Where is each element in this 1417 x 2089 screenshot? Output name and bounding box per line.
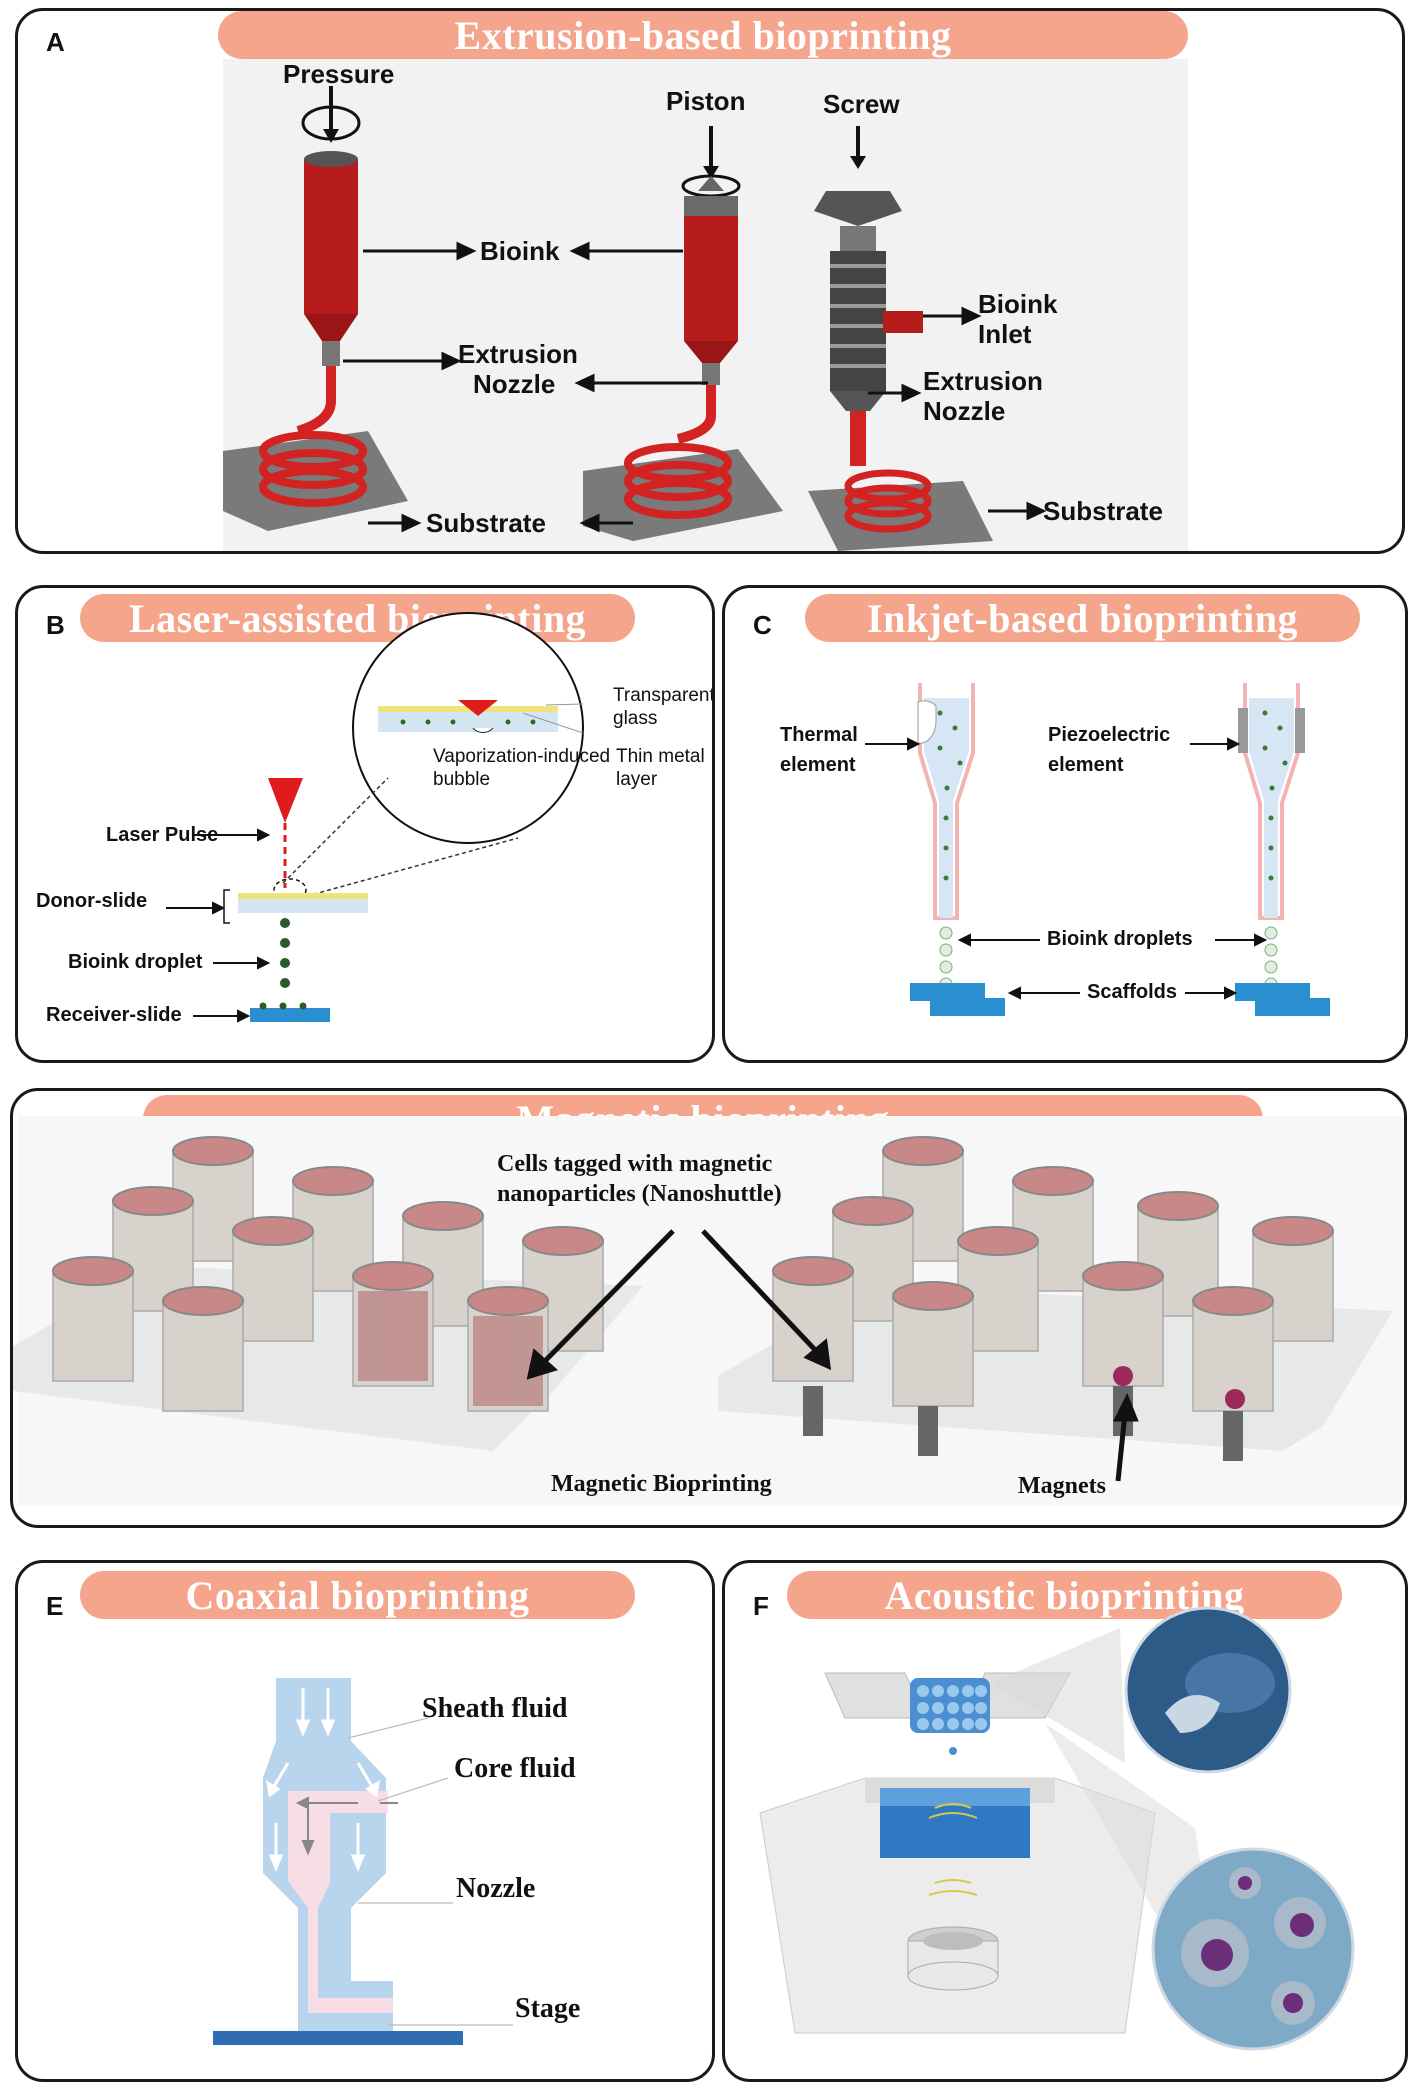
label-piezo-1: Piezoelectric [1048, 724, 1171, 746]
label-metal-2: layer [616, 769, 658, 790]
panel-c: C Inkjet-based bioprinting [722, 585, 1408, 1063]
label-bioink-inlet-2: Inlet [978, 319, 1032, 349]
label-vapor-1: Vaporization-induced [433, 746, 611, 767]
label-bioink: Bioink [480, 236, 560, 266]
panel-a: A Extrusion-based bioprinting [15, 8, 1405, 554]
panel-d: D Magnetic bioprinting [10, 1088, 1407, 1528]
label-screw: Screw [823, 89, 900, 119]
coaxial-illustration [213, 1678, 513, 2045]
panel-title: Extrusion-based bioprinting [218, 11, 1188, 59]
label-stage: Stage [515, 1993, 581, 2024]
label-piezo-2: element [1048, 754, 1124, 776]
label-piston: Piston [666, 86, 746, 116]
label-nozzle: Nozzle [456, 1873, 536, 1904]
label-core-fluid: Core fluid [454, 1753, 576, 1784]
panel-f: F Acoustic bioprinting [722, 1560, 1408, 2082]
label-metal-1: Thin metal [616, 746, 705, 767]
label-sheath-fluid: Sheath fluid [422, 1693, 568, 1724]
panel-b: B Laser-assisted bioprinting Transparent… [15, 585, 715, 1063]
extrusion-illustration [223, 59, 1188, 551]
label-pressure: Pressure [283, 59, 395, 89]
label-bioink-inlet-1: Bioink [978, 289, 1058, 319]
magnetic-illustration [13, 1116, 1403, 1506]
label-vapor-2: bubble [433, 769, 491, 790]
inkjet-illustration [865, 683, 1330, 1016]
panel-letter: F [753, 1591, 769, 1621]
label-thermal-2: element [780, 754, 856, 776]
panel-e: E Coaxial bioprinting Sheath fluid Core … [15, 1560, 715, 2082]
label-extrusion-2: Extrusion [923, 366, 1043, 396]
panel-letter: C [753, 610, 772, 640]
label-magnets: Magnets [1018, 1473, 1106, 1499]
label-nozzle-2: Nozzle [923, 396, 1006, 426]
label-bioink-droplets: Bioink droplets [1047, 928, 1193, 950]
label-magnetic-bioprinting: Magnetic Bioprinting [551, 1471, 772, 1497]
label-substrate-2: Substrate [1043, 496, 1163, 526]
label-substrate-1: Substrate [426, 508, 546, 538]
panel-letter: A [46, 27, 65, 57]
panel-letter: B [46, 610, 65, 640]
label-transparent-1: Transparent [613, 685, 715, 706]
label-nozzle-1: Nozzle [473, 369, 556, 399]
laser-illustration [166, 612, 584, 1023]
label-transparent-2: glass [613, 708, 658, 729]
label-bioink-droplet: Bioink droplet [68, 951, 203, 973]
acoustic-illustration [759, 1606, 1355, 2051]
label-cells-2: nanoparticles (Nanoshuttle) [497, 1181, 782, 1207]
label-cells-1: Cells tagged with magnetic [497, 1151, 773, 1177]
panel-title: Coaxial bioprinting [80, 1571, 635, 1619]
label-thermal-1: Thermal [780, 724, 858, 746]
panel-title: Inkjet-based bioprinting [805, 594, 1360, 642]
label-extrusion-1: Extrusion [458, 339, 578, 369]
label-scaffolds: Scaffolds [1087, 981, 1178, 1003]
label-laser-pulse: Laser Pulse [106, 824, 219, 846]
label-donor-slide: Donor-slide [36, 890, 148, 912]
panel-letter: E [46, 1591, 64, 1621]
label-receiver-slide: Receiver-slide [46, 1004, 182, 1026]
